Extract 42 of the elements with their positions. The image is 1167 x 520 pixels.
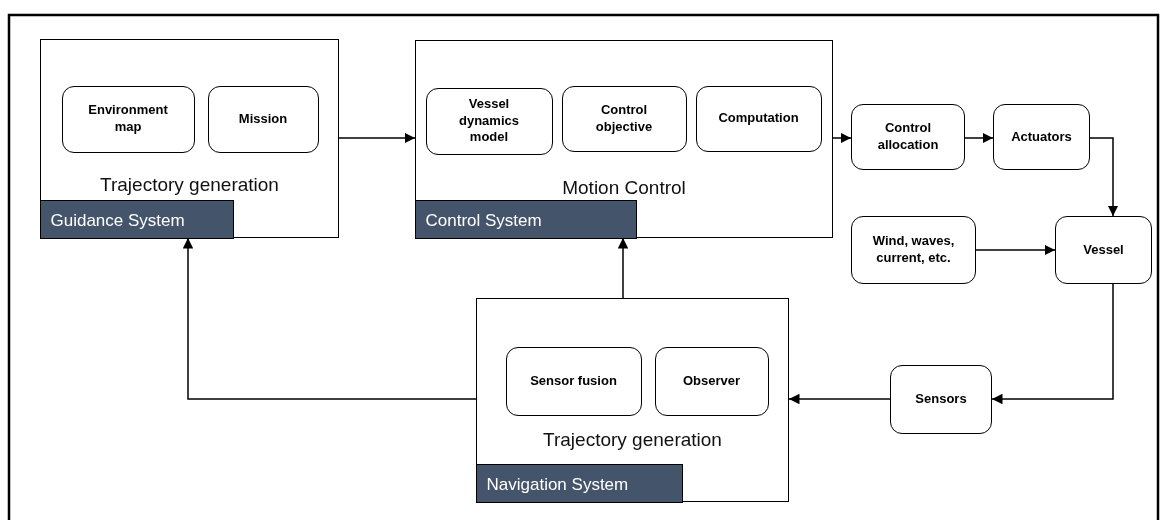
arrow	[182, 237, 477, 400]
arrow	[964, 132, 994, 144]
process-box	[851, 104, 965, 170]
box-label: Mission	[238, 110, 288, 128]
process-box	[890, 365, 992, 434]
process-box	[1055, 216, 1152, 284]
process-box	[851, 216, 976, 284]
box-label: Control objective	[594, 101, 654, 136]
process-box	[695, 85, 822, 152]
panel-caption: Motion Control	[561, 177, 687, 199]
process-box	[561, 85, 687, 152]
process-box	[207, 85, 319, 153]
system-panel	[40, 39, 339, 238]
box-label: Computation	[718, 110, 799, 127]
arrow	[975, 244, 1056, 256]
box-label: Control allocation	[876, 120, 940, 154]
arrow	[338, 132, 416, 144]
arrow	[832, 132, 852, 144]
system-label-band: Navigation System	[475, 463, 683, 503]
system-panel	[476, 298, 789, 502]
box-label: Environment map	[87, 102, 169, 136]
process-box	[654, 346, 769, 416]
box-label: Sensors	[915, 391, 967, 408]
arrow	[788, 393, 891, 405]
arrow	[991, 283, 1114, 405]
panel-caption: Trajectory generation	[542, 429, 723, 451]
box-label: Vessel dynamics model	[458, 95, 520, 147]
process-box	[993, 104, 1090, 170]
box-label: Wind, waves, current, etc.	[871, 233, 956, 267]
arrow	[617, 237, 629, 299]
arrow	[1089, 137, 1119, 217]
process-box	[425, 87, 553, 155]
panel-caption: Trajectory generation	[99, 174, 280, 196]
box-label: Observer	[682, 372, 741, 390]
box-label: Vessel	[1083, 241, 1124, 259]
box-label: Sensor fusion	[530, 372, 617, 390]
system-label-band: Guidance System	[39, 199, 234, 239]
box-label: Actuators	[1011, 128, 1072, 146]
system-panel	[415, 40, 833, 238]
process-box	[505, 346, 642, 416]
process-box	[61, 85, 195, 153]
system-label-band: Control System	[414, 199, 637, 239]
